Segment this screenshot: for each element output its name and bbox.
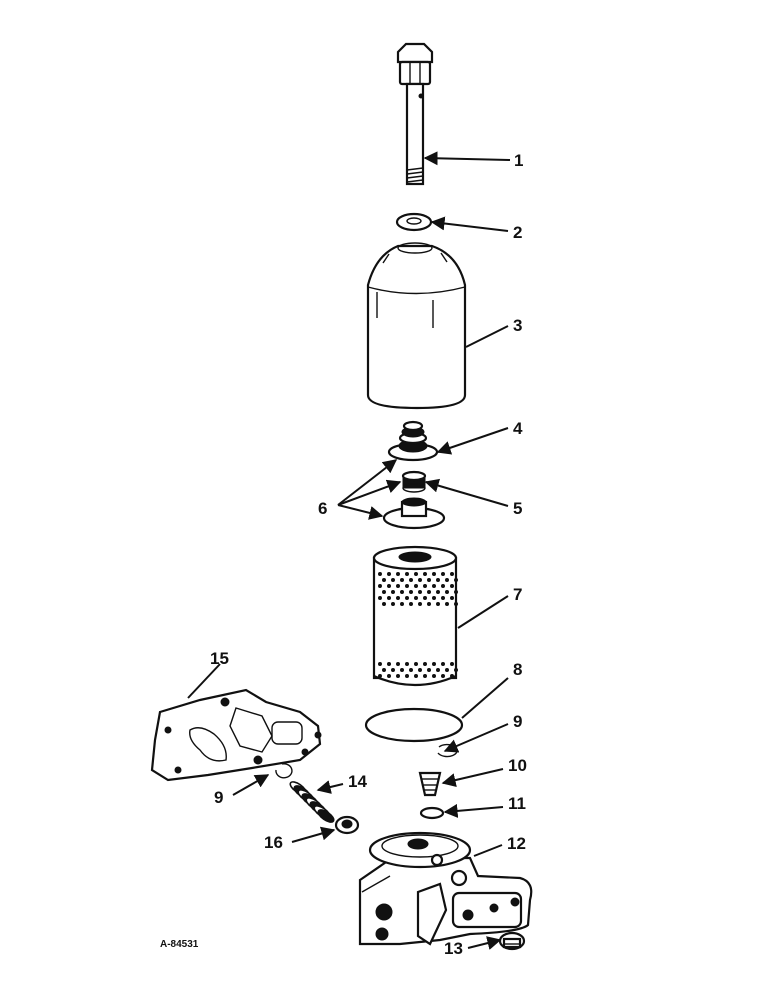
- callout-3: 3: [513, 316, 522, 335]
- callout-8: 8: [513, 660, 522, 679]
- callout-7: 7: [513, 585, 522, 604]
- callout-9-right: 9: [513, 712, 522, 731]
- callout-14: 14: [348, 772, 367, 791]
- part-washer: [395, 212, 433, 232]
- callout-6: 6: [318, 499, 327, 518]
- figure-reference: A-84531: [160, 939, 199, 950]
- callout-11: 11: [508, 794, 526, 813]
- part-valve-spring: [418, 771, 442, 797]
- callout-15: 15: [210, 649, 229, 668]
- part-shell: [366, 242, 467, 410]
- part-snap-ring-left: [275, 763, 293, 779]
- callout-4: 4: [513, 419, 523, 438]
- callout-1: 1: [514, 151, 523, 170]
- callout-16: 16: [264, 833, 283, 852]
- part-spring-seat: [387, 420, 439, 462]
- part-filter-element: [372, 545, 458, 687]
- callout-9-left: 9: [214, 788, 223, 807]
- callout-2: 2: [513, 223, 522, 242]
- part-nut: [334, 815, 360, 835]
- part-bypass-spring: [289, 781, 335, 823]
- part-bushing: [401, 470, 427, 493]
- part-gasket-ring: [364, 707, 464, 743]
- part-bolt: [396, 42, 434, 186]
- part-drain-plug: [498, 931, 526, 951]
- callout-12: 12: [507, 834, 526, 853]
- part-seal-cup: [382, 497, 446, 530]
- part-disc: [419, 806, 445, 820]
- callout-13: 13: [444, 939, 463, 958]
- part-base-casting: [358, 831, 533, 946]
- callout-5: 5: [513, 499, 522, 518]
- leader-lines: [187, 151, 511, 950]
- callout-10: 10: [508, 756, 527, 775]
- part-mounting-gasket: [150, 688, 322, 782]
